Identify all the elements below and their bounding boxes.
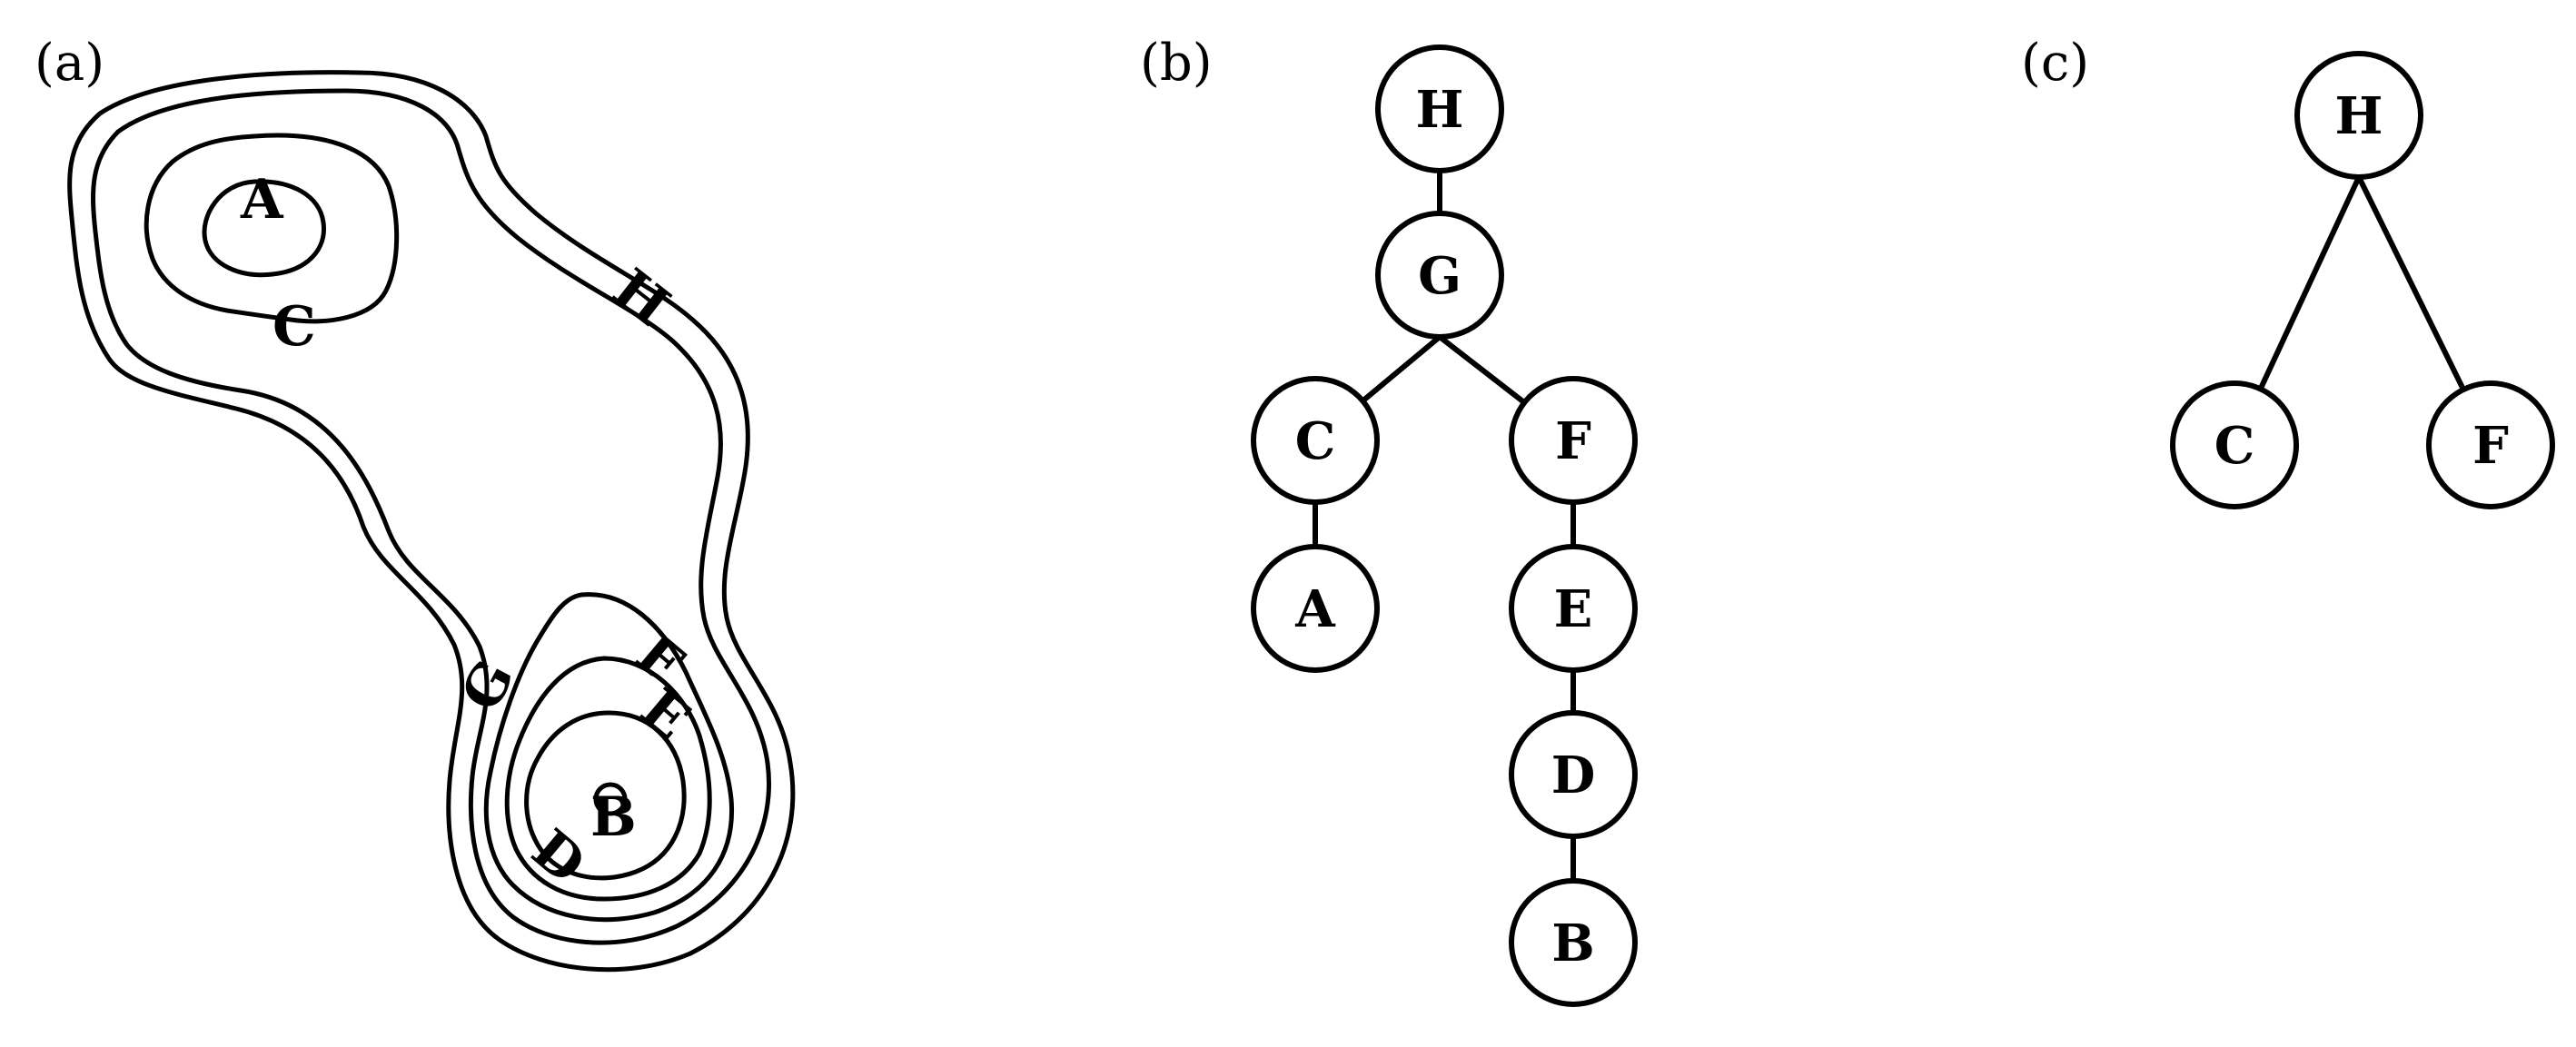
panel-a: (a) A C H G F E B D [35, 34, 796, 973]
tree-b-nodes: H G C F A E D B [1251, 44, 1638, 1007]
node-label: H [1416, 80, 1464, 140]
contour-a [202, 179, 326, 278]
node-circle [2294, 51, 2423, 180]
contour-label-e: E [629, 677, 701, 752]
node-c: C [1251, 376, 1380, 505]
node-d: D [1509, 710, 1638, 839]
node-circle [1509, 878, 1638, 1007]
node-h: H [2294, 51, 2423, 180]
contour-g [91, 88, 771, 945]
node-h: H [1375, 44, 1504, 173]
node-circle [2170, 380, 2299, 509]
panel-c: (c) H C F [2021, 34, 2555, 509]
node-label: B [1551, 914, 1594, 973]
contour-h [67, 70, 796, 973]
contour-label-f: F [624, 622, 695, 696]
contour-d [524, 710, 687, 881]
node-label: E [1554, 579, 1593, 639]
contour-b [593, 782, 628, 816]
node-b: B [1509, 878, 1638, 1007]
node-circle [1509, 544, 1638, 673]
contour-label-c: C [272, 295, 316, 359]
panel-b-label: (b) [1140, 34, 1213, 93]
node-circle [1251, 544, 1380, 673]
contour-f [483, 592, 735, 923]
contour-label-a: A [240, 168, 284, 232]
tree-c-nodes: H C F [2170, 51, 2555, 509]
node-label: D [1551, 746, 1596, 805]
node-label: F [1555, 411, 1591, 471]
node-f: F [2426, 380, 2555, 509]
node-a: A [1251, 544, 1380, 673]
node-f: F [1509, 376, 1638, 505]
contour-c [144, 133, 400, 324]
node-circle [1251, 376, 1380, 505]
node-circle [1375, 44, 1504, 173]
node-label: C [2214, 416, 2255, 476]
contour-label-h: H [601, 257, 681, 339]
node-circle [1509, 376, 1638, 505]
node-label: G [1418, 246, 1461, 306]
node-circle [1375, 211, 1504, 340]
node-g: G [1375, 211, 1504, 340]
node-circle [1509, 710, 1638, 839]
node-label: C [1295, 411, 1336, 471]
node-label: H [2335, 86, 2383, 146]
contour-e [504, 656, 712, 902]
node-circle [2426, 380, 2555, 509]
panel-b: (b) H G C F A E D B [1140, 34, 1638, 1007]
node-label: F [2472, 416, 2509, 476]
contour-label-b: B [590, 785, 637, 849]
node-label: A [1294, 579, 1336, 639]
panel-c-label: (c) [2021, 34, 2089, 93]
panel-a-label: (a) [35, 34, 104, 93]
node-c: C [2170, 380, 2299, 509]
node-e: E [1509, 544, 1638, 673]
